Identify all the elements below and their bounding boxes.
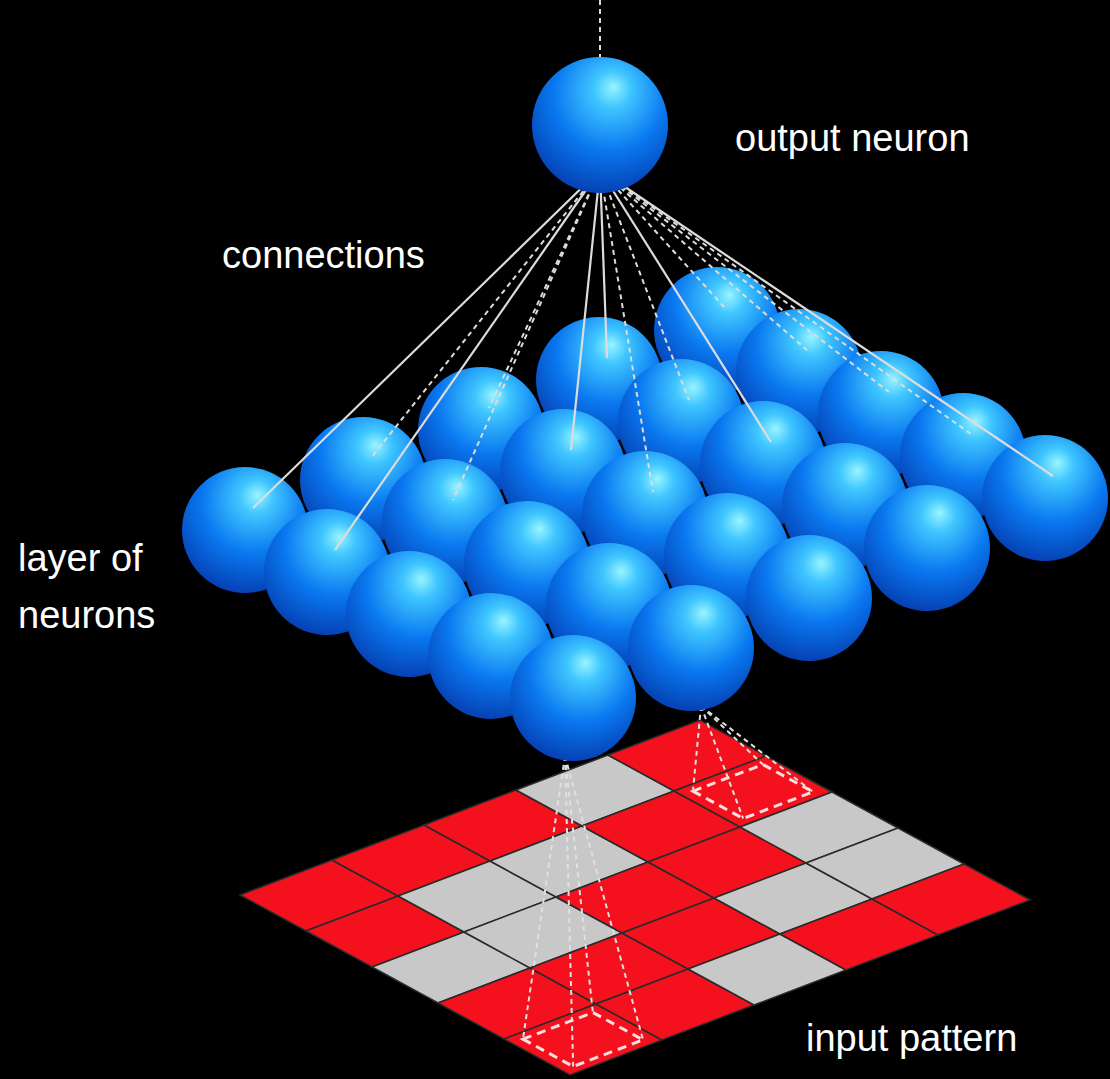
caption-label: input pattern	[806, 1010, 1096, 1067]
output-sphere	[532, 57, 668, 193]
caption-label: layer of neurons	[18, 530, 188, 644]
caption-label: connections	[222, 227, 482, 284]
caption-label: output neuron	[735, 110, 1095, 167]
neuron-sphere	[510, 635, 636, 761]
neuron-sphere	[628, 585, 754, 711]
connection-line	[600, 170, 607, 358]
receptive-line	[565, 756, 573, 1066]
output-line	[599, 0, 601, 65]
receptive-line	[523, 756, 565, 1039]
connection-line	[335, 170, 600, 550]
connection-line	[600, 170, 771, 442]
connection-line	[571, 170, 600, 450]
connection-line	[453, 170, 600, 500]
input-cell	[872, 864, 1030, 935]
connection-line	[600, 170, 807, 350]
connection-line	[253, 170, 600, 508]
connection-line	[600, 170, 1053, 476]
connection-line	[600, 170, 889, 392]
connection-line	[600, 170, 653, 492]
neuron-sphere	[864, 485, 990, 611]
receptive-field	[523, 1013, 643, 1067]
receptive-field	[693, 765, 813, 819]
receptive-line	[565, 756, 643, 1040]
receptive-line	[693, 706, 701, 791]
receptive-line	[701, 706, 763, 765]
receptive-line	[701, 706, 743, 818]
neuron-sphere	[982, 435, 1108, 561]
connection-line	[371, 170, 600, 458]
neuron-sphere	[746, 535, 872, 661]
connection-line	[600, 170, 971, 434]
